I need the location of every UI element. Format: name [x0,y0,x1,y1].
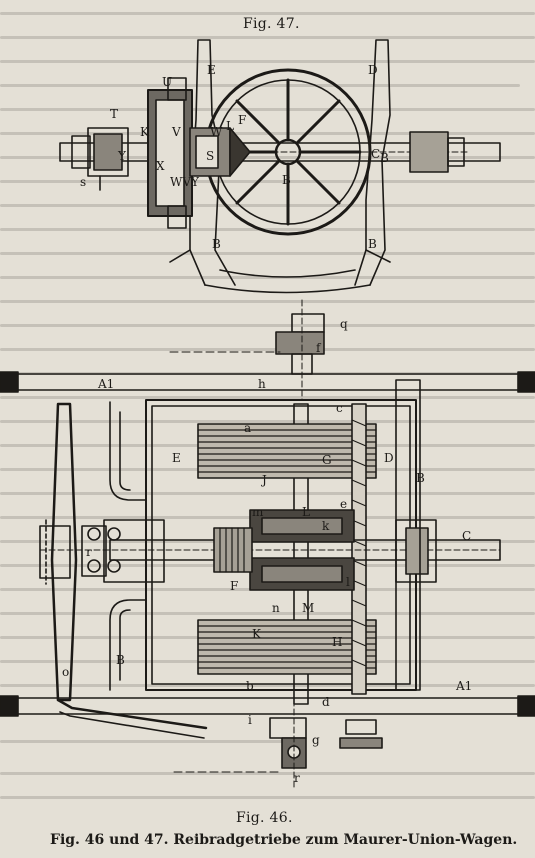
fig46-label-m-upper: M [302,601,314,615]
fig46-label-k: k [322,519,330,533]
fig47-drawing [59,39,501,294]
fig46-label-m: m [252,505,264,519]
fig47-label-v: V [171,125,181,139]
fig46-label-h: h [258,377,266,391]
fig47-label-b-left: B [212,237,221,251]
fig47-label-b-far-right: B [380,151,389,165]
fig47-label-x: X [156,159,165,173]
fig46-label-j: J [260,473,267,487]
fig46-label-e-screw: e [340,497,347,511]
fig46-label-g: G [322,453,332,467]
figure-46-label: Fig. 46. [236,810,293,826]
fig46-label-q: q [340,317,348,331]
fig46-label-l-lower: l [346,575,350,589]
figure-caption: Fig. 46 und 47. Reibradgetriebe zum Maur… [50,832,518,848]
fig46-label-c-shaft: C [462,529,471,543]
fig46-label-d-lower: d [322,695,330,709]
fig46-label-b-right: B [416,471,425,485]
figure-47-label: Fig. 47. [243,16,300,32]
fig47-label-w: W [210,125,223,139]
fig46-label-d: D [384,451,394,465]
fig46-letter-labels: q f h A1 c a E G D B J L m k e C r F l M… [62,317,472,785]
fig46-label-r-bottom: r [294,771,300,785]
fig47-label-c: C [371,147,380,161]
fig46-label-r-left: r [86,545,92,559]
fig47-label-b-right: B [368,237,377,251]
fig46-label-k-upper: K [252,627,262,641]
fig47-label-s: S [206,149,214,163]
fig47-label-s-small: s [80,175,86,189]
fig47-label-e: E [207,63,216,77]
fig46-label-a1-bottom: A1 [455,679,472,693]
fig47-label-l: L [226,119,234,133]
fig47-label-u: U [162,75,172,89]
fig47-label-b-center: B [282,173,291,187]
fig46-label-f-clutch: F [230,579,238,593]
fig47-label-wvy: WVY [170,175,200,189]
fig47-letter-labels: E D U T K V W L F Y S C X WVY B B B B s [80,63,389,251]
fig46-label-c: c [336,401,343,415]
fig47-label-y: Y [117,149,127,163]
fig46-label-a: a [244,421,251,435]
fig46-label-g-lower: g [312,733,320,747]
fig46-label-a1-top: A1 [97,377,114,391]
fig46-label-h-upper: H [332,635,342,649]
fig46-label-n: n [272,601,280,615]
fig46-label-b-lower: b [246,679,254,693]
fig46-label-f: f [316,341,322,355]
fig47-label-d: D [368,63,378,77]
fig46-label-l-upper: L [302,505,310,519]
fig46-label-o: o [62,665,69,679]
fig47-label-t: T [110,107,118,121]
fig46-label-b-left: B [116,653,125,667]
fig46-label-e: E [172,451,181,465]
fig47-label-k: K [140,125,150,139]
fig46-drawing [0,299,535,791]
fig47-label-f: F [238,113,246,127]
fig46-label-i: i [248,713,252,727]
